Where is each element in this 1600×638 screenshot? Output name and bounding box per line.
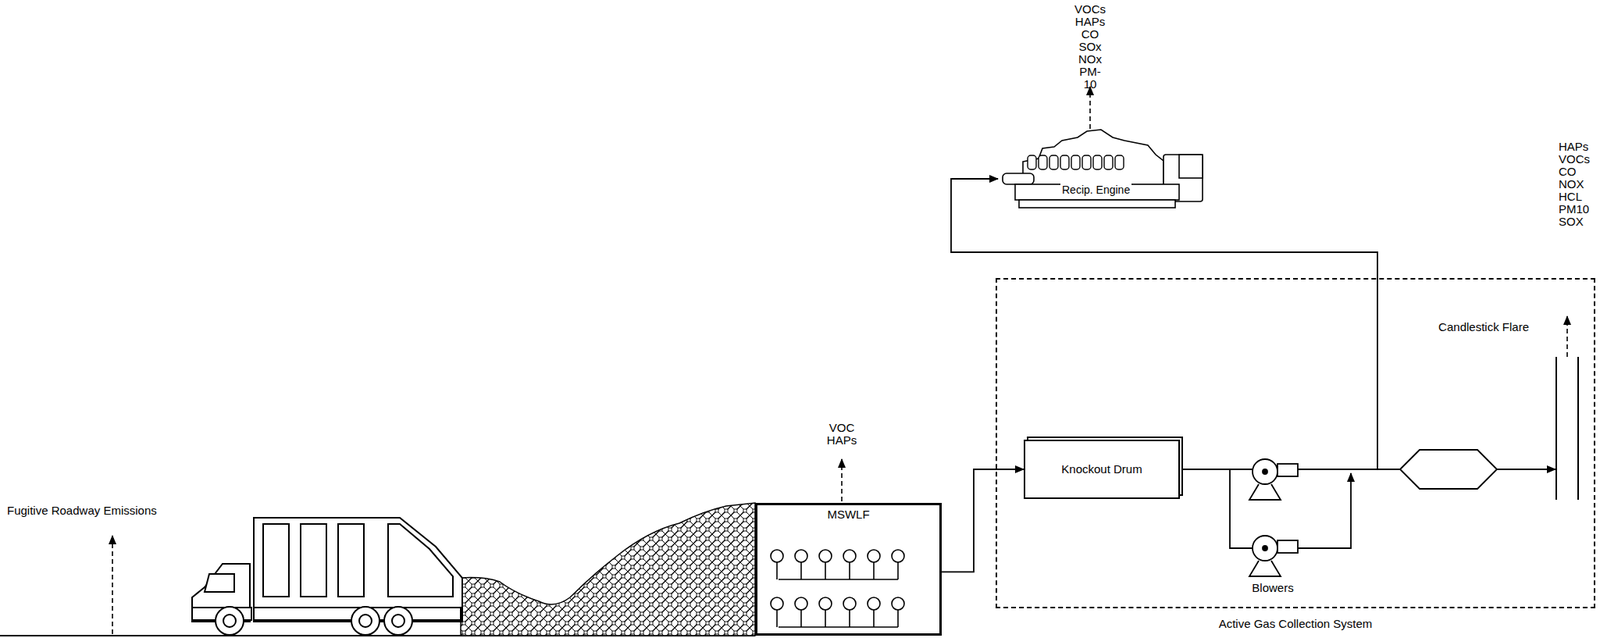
drawn-stroke (1277, 540, 1298, 553)
well-pipe (824, 609, 827, 628)
drawn-stroke (840, 459, 843, 502)
drawn-stroke (1002, 173, 1034, 185)
engine-node: Recip. Engine (997, 127, 1205, 210)
drawn-stroke (1282, 473, 1351, 549)
engine-cylinder (1027, 155, 1037, 170)
well-pipe (824, 562, 827, 580)
drawn-stroke (1252, 535, 1278, 561)
gas-well (843, 549, 856, 563)
well-pipe (897, 609, 899, 628)
drawn-stroke (1249, 560, 1281, 577)
drawn-stroke (338, 523, 364, 597)
drawn-stroke (300, 523, 327, 597)
drawn-stroke (1400, 449, 1497, 489)
drawn-stroke (215, 606, 244, 635)
engine-illustration (1002, 129, 1203, 208)
gas-well (891, 549, 905, 563)
well-pipe (776, 609, 778, 628)
node-label: MSWLF (757, 508, 940, 521)
knockout-drum: Knockout Drum (1023, 439, 1180, 499)
engine-cylinders (1027, 155, 1124, 170)
drawn-stroke (351, 606, 380, 635)
engine-cylinder (1104, 155, 1113, 170)
waste-pile (460, 502, 756, 636)
landfill-box: MSWLF (755, 502, 942, 636)
gas-well (819, 549, 832, 563)
drawn-stroke (1262, 469, 1268, 474)
gas-well (770, 549, 784, 563)
header-pipe (778, 626, 898, 628)
gas-well (819, 597, 832, 610)
well-pipe (800, 562, 802, 580)
drawn-stroke (1022, 129, 1164, 193)
engine-cylinder (1049, 155, 1059, 170)
drawn-stroke (1262, 545, 1268, 551)
drawn-stroke (263, 523, 289, 597)
drawn-stroke (391, 614, 405, 628)
emission-label: HAPs VOCs CO NOX HCL PM10 SOX (1558, 140, 1590, 229)
node-label: Recip. Engine (1060, 183, 1132, 196)
engine-cylinder (1093, 155, 1102, 170)
gas-well (867, 597, 881, 610)
garbage-truck (192, 517, 463, 635)
engine-cylinder (1038, 155, 1048, 170)
drawn-stroke (1179, 154, 1203, 179)
emission-arrows (112, 86, 1568, 635)
gas-piping (1229, 469, 1351, 549)
drawn-stroke (1015, 184, 1180, 200)
drawn-stroke (460, 502, 756, 636)
engine-cylinder (1082, 155, 1091, 170)
gas-well (794, 597, 808, 610)
engine-cylinder (1071, 155, 1080, 170)
gas-well (770, 597, 784, 610)
header-pipe (778, 578, 898, 581)
drawn-stroke (1566, 316, 1568, 357)
emission-label: Blowers (1251, 581, 1294, 595)
gas-well-field (770, 549, 905, 628)
engine-cylinder (1060, 155, 1070, 170)
drawn-stroke (388, 523, 453, 597)
drawn-stroke (1252, 459, 1278, 485)
drawn-stroke (204, 573, 235, 592)
well-pipe (873, 609, 875, 628)
gas-well (794, 549, 808, 563)
drawn-stroke (359, 614, 372, 628)
node-label: Active Gas Collection System (997, 617, 1594, 631)
engine-cylinder (1115, 155, 1124, 170)
emission-label: VOC HAPs (826, 421, 857, 447)
well-pipe (848, 609, 851, 628)
drawn-stroke (384, 606, 413, 635)
candlestick-flare: Candlestick Flare (1555, 356, 1579, 500)
gas-well (891, 597, 905, 610)
well-pipe (848, 562, 851, 580)
gas-well (867, 549, 881, 563)
gas-collection-system: Active Gas Collection SystemKnockout Dru… (995, 277, 1596, 609)
emission-label: VOCs HAPs CO SOx NOx PM-10 (1074, 3, 1106, 91)
well-pipe (873, 562, 875, 580)
well-pipe (800, 609, 802, 628)
gas-pipe-connector (951, 178, 1378, 470)
drawn-stroke (1277, 463, 1298, 477)
node-label: Knockout Drum (1025, 463, 1179, 476)
well-pipe (897, 562, 899, 580)
drawn-stroke (1249, 484, 1281, 500)
well-pipe (776, 562, 778, 580)
drawn-stroke (1019, 199, 1176, 208)
drawn-stroke (1229, 469, 1259, 549)
emission-label: Fugitive Roadway Emissions (7, 504, 157, 517)
drawn-stroke (253, 517, 463, 622)
blower-symbols (1249, 459, 1298, 577)
drawn-stroke (1089, 86, 1091, 129)
gas-pipe-connector (941, 469, 1024, 572)
node-label: Candlestick Flare (1438, 320, 1529, 334)
drawn-stroke (223, 614, 236, 628)
flame-arrestor (1400, 449, 1497, 489)
drawn-stroke (111, 535, 114, 635)
gas-well (843, 597, 856, 610)
